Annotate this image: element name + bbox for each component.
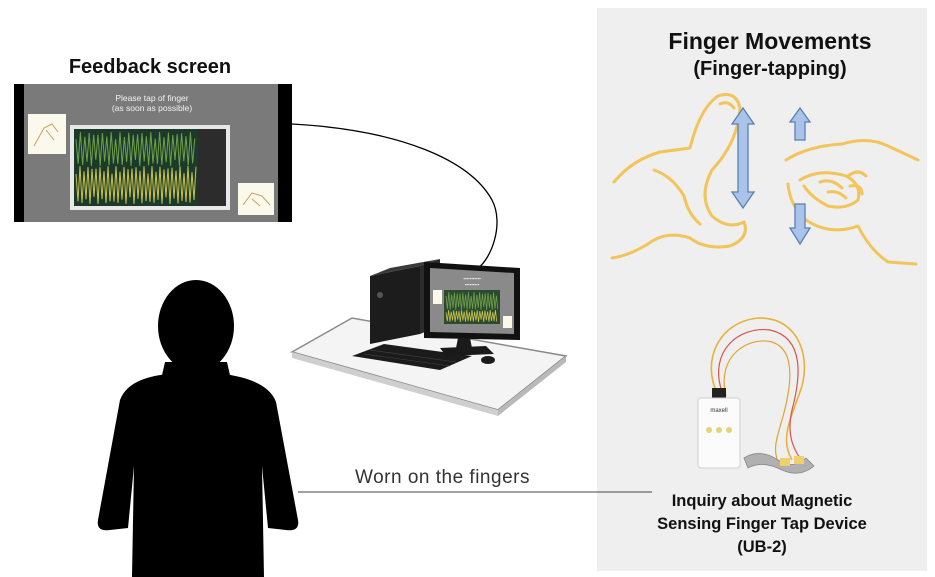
finger-movements-panel: [597, 8, 927, 571]
feedback-instruction-line2: (as soon as possible): [112, 103, 192, 113]
keyboard: [352, 344, 472, 370]
movement-arrows: [730, 106, 812, 246]
hand-tap-thumbnail: [238, 183, 274, 215]
double-arrow-icon: [730, 106, 756, 210]
device-caption-line2: Sensing Finger Tap Device: [657, 515, 867, 533]
device-caption-line3: (UB-2): [737, 538, 787, 556]
svg-text:▪▪▪▪▪▪▪▪▪: ▪▪▪▪▪▪▪▪▪: [465, 282, 480, 287]
device-brand-label: maxell: [710, 408, 727, 414]
desktop-computer: ▪▪▪▪▪▪▪▪▪▪▪ ▪▪▪▪▪▪▪▪▪: [290, 259, 568, 416]
cable-line: [291, 123, 498, 269]
svg-text:▪▪▪▪▪▪▪▪▪▪▪: ▪▪▪▪▪▪▪▪▪▪▪: [463, 276, 481, 281]
hand-open-thumbnail: [28, 114, 66, 154]
feedback-screen: Please tap of finger (as soon as possibl…: [14, 84, 292, 222]
mouse: [481, 356, 495, 364]
down-arrow-icon: [788, 203, 812, 246]
device-caption-line1: Inquiry about Magnetic: [671, 492, 853, 510]
feedback-instruction-line1: Please tap of finger: [115, 93, 188, 103]
ub2-device: maxell: [697, 317, 815, 474]
worn-on-fingers-label: Worn on the fingers: [355, 467, 530, 488]
person-silhouette: [97, 280, 299, 577]
finger-tapping-illustration: [610, 93, 920, 266]
feedback-screen-title: Feedback screen: [68, 56, 232, 78]
up-arrow-icon: [788, 106, 812, 141]
finger-movements-title: Finger Movements: [668, 28, 872, 54]
waveform-icon: [75, 131, 197, 205]
finger-movements-subtitle: (Finger-tapping): [693, 58, 847, 80]
